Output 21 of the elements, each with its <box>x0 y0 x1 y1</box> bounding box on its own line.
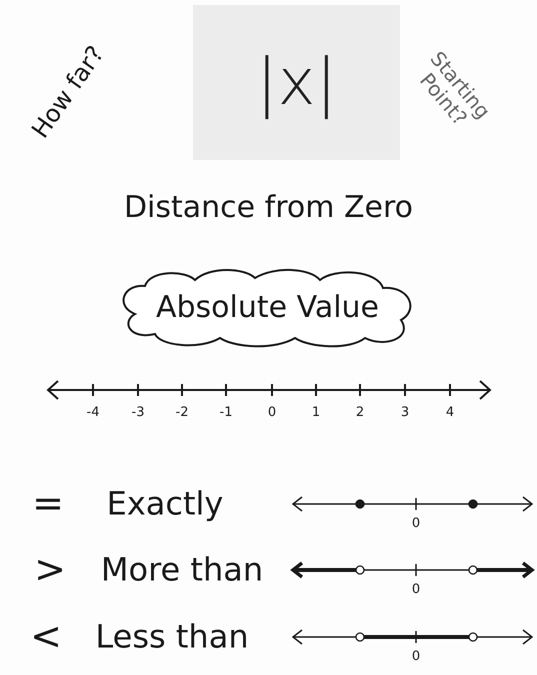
tick-label: 0 <box>412 650 420 664</box>
tick-label: 1 <box>312 406 320 420</box>
tick-label: -2 <box>176 406 188 420</box>
tick-label: 0 <box>412 516 420 532</box>
tick-label: -4 <box>86 406 100 420</box>
tick-label: -1 <box>220 406 232 420</box>
symbol: > <box>34 549 66 591</box>
tick-label: 0 <box>268 406 276 420</box>
row-label: More than <box>100 552 264 588</box>
title: Distance from Zero <box>122 190 414 225</box>
row-label: Less than <box>95 619 249 655</box>
tick-label: -3 <box>132 406 144 420</box>
tick-label: 3 <box>400 406 410 420</box>
tick-label: 0 <box>412 582 420 598</box>
heading-text: Absolute Value <box>156 290 380 324</box>
tick-label: 2 <box>356 406 364 420</box>
tick-label: 4 <box>446 406 454 420</box>
math-expression: |x| <box>256 46 337 120</box>
row-label: Exactly <box>106 486 224 522</box>
symbol: < <box>30 616 62 658</box>
symbol: = <box>32 483 64 525</box>
